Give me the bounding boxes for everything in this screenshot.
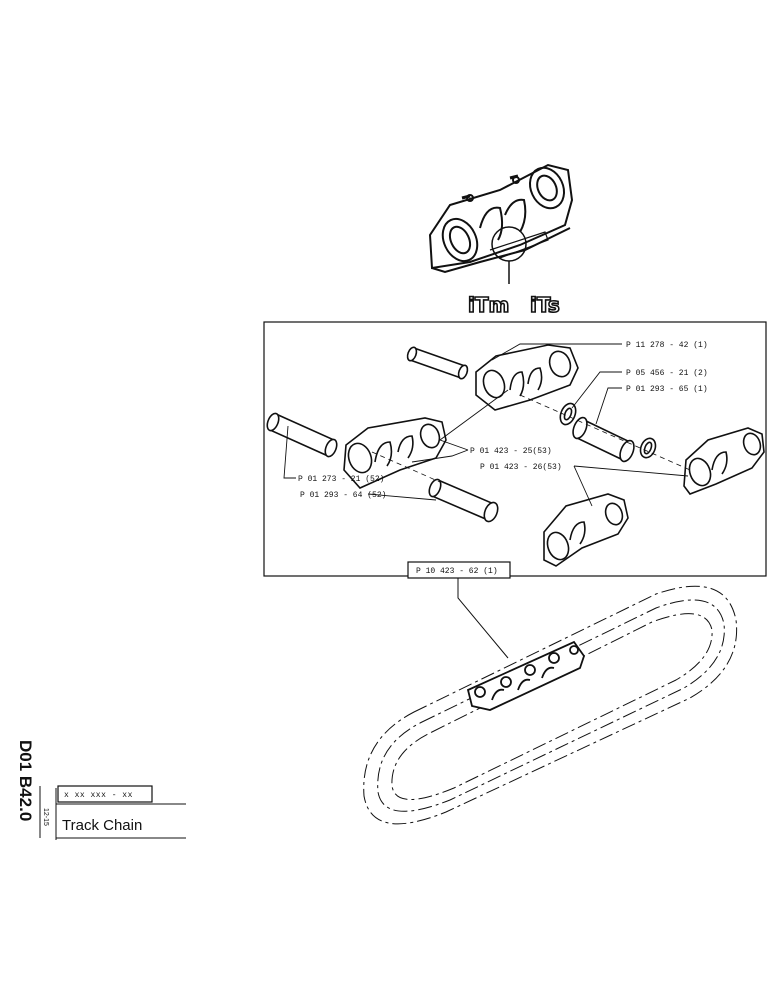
top-link bbox=[475, 344, 579, 411]
part-label-link-left-hand: P 01 423 - 26(53) bbox=[480, 463, 562, 472]
assembly-number-box bbox=[407, 561, 511, 579]
bushing-ring bbox=[639, 437, 657, 459]
part-label-master-bushing: P 01 293 - 65 (1) bbox=[626, 385, 708, 394]
long-bushing bbox=[428, 478, 499, 523]
drawing-number: D01 B42.0 bbox=[16, 740, 35, 821]
bushing-medium bbox=[572, 416, 635, 463]
assembly-axis-lines bbox=[371, 394, 691, 483]
assembly-number-label: P 10 423 - 62 (1) bbox=[416, 567, 498, 576]
logo-its: iTs bbox=[530, 293, 560, 317]
drawing-title: Track Chain bbox=[62, 817, 142, 834]
part-label-pin: P 01 273 - 21 (52) bbox=[298, 475, 384, 484]
exploded-view-frame bbox=[263, 321, 767, 577]
exploded-parts bbox=[266, 344, 765, 567]
assembly-leader-line bbox=[457, 578, 509, 659]
left-pin bbox=[266, 412, 338, 458]
assembled-link-illustration bbox=[428, 163, 574, 284]
revision-number: 12-15 bbox=[42, 808, 49, 826]
track-chain-loop bbox=[363, 585, 738, 825]
track-chain-section bbox=[466, 640, 585, 711]
part-label-link-right-hand: P 01 423 - 25(53) bbox=[470, 447, 552, 456]
part-label-master-pin: P 11 278 - 42 (1) bbox=[626, 341, 708, 350]
right-link bbox=[683, 427, 765, 495]
bottom-link bbox=[543, 493, 629, 567]
code-box bbox=[57, 785, 153, 803]
left-link bbox=[343, 417, 447, 489]
logo-itm: iTm bbox=[468, 293, 509, 317]
title-block: D01 B42.0 12-15 x xx xxx - xx Track Chai… bbox=[16, 740, 186, 840]
part-label-bushing: P 01 293 - 64 (52) bbox=[300, 491, 386, 500]
part-label-seal: P 05 456 - 21 (2) bbox=[626, 369, 708, 378]
leader-lines bbox=[283, 343, 689, 507]
bushing-small bbox=[559, 402, 577, 426]
master-pin bbox=[406, 346, 469, 380]
code-text: x xx xxx - xx bbox=[64, 791, 133, 800]
